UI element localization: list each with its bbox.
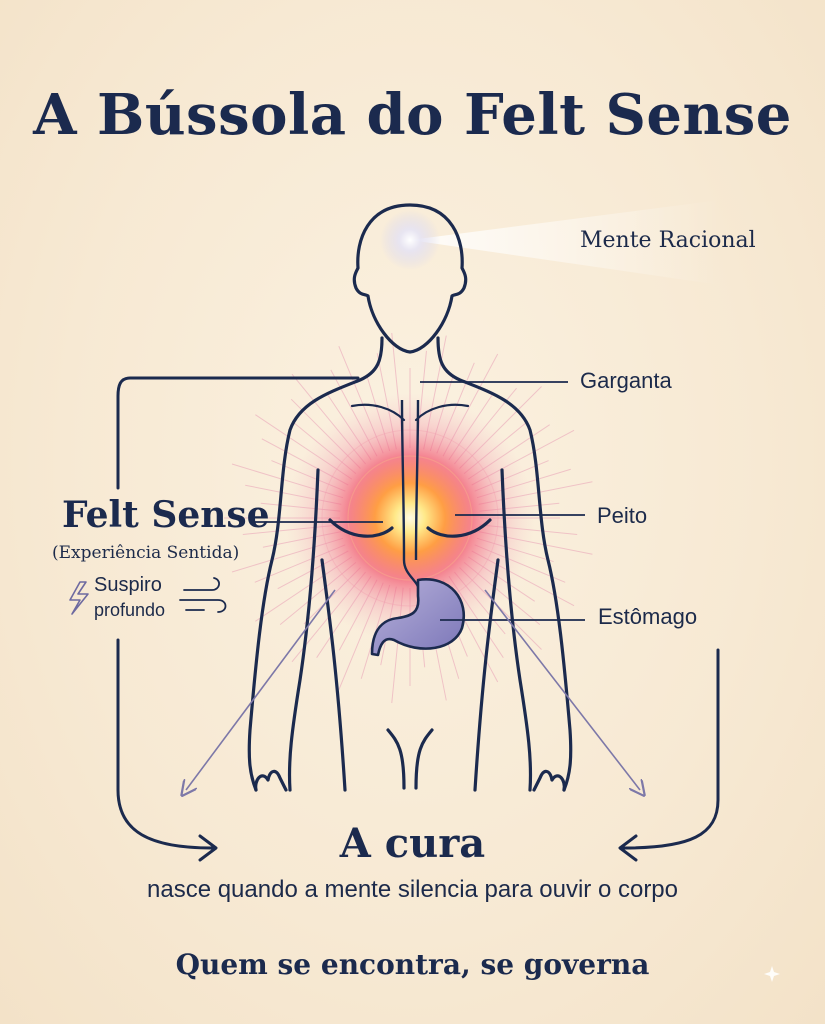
right-diagonal-arrow bbox=[484, 589, 640, 790]
page-title: A Bússola do Felt Sense bbox=[33, 82, 792, 148]
cura-subtitle: nasce quando a mente silencia para ouvir… bbox=[147, 876, 678, 903]
chest-glow bbox=[285, 393, 535, 643]
left-diagonal-arrow bbox=[186, 589, 336, 790]
left-top-bracket bbox=[116, 376, 360, 490]
left-arrowhead bbox=[198, 834, 218, 862]
suspiro-label-line1: Suspiro bbox=[94, 574, 162, 596]
body-outline bbox=[247, 203, 573, 792]
label-estomago: Estômago bbox=[598, 604, 698, 629]
motto: Quem se encontra, se governa bbox=[175, 948, 650, 981]
label-peito: Peito bbox=[597, 503, 648, 528]
mind-light-beam bbox=[410, 200, 720, 285]
left-bottom-curve bbox=[116, 638, 214, 850]
suspiro-label-line2: profundo bbox=[94, 600, 166, 620]
sparkle-icon bbox=[764, 966, 780, 982]
stomach bbox=[370, 578, 465, 657]
chest-glow-ring-outer bbox=[321, 429, 499, 607]
felt-sense-title: Felt Sense bbox=[62, 494, 270, 536]
esophagus-inner bbox=[414, 399, 420, 561]
felt-sense-subtitle: (Experiência Sentida) bbox=[52, 543, 240, 563]
label-garganta: Garganta bbox=[580, 368, 672, 393]
right-bottom-curve bbox=[622, 648, 720, 850]
chest-glow-ring bbox=[347, 455, 473, 581]
right-arrowhead bbox=[618, 834, 638, 862]
esophagus bbox=[400, 399, 422, 593]
cura-title: A cura bbox=[339, 820, 486, 867]
head-glow bbox=[380, 210, 440, 270]
leader-lines bbox=[255, 381, 585, 621]
wind-icon bbox=[179, 577, 227, 613]
label-mente-racional: Mente Racional bbox=[580, 228, 756, 253]
lightning-icon bbox=[69, 581, 89, 615]
